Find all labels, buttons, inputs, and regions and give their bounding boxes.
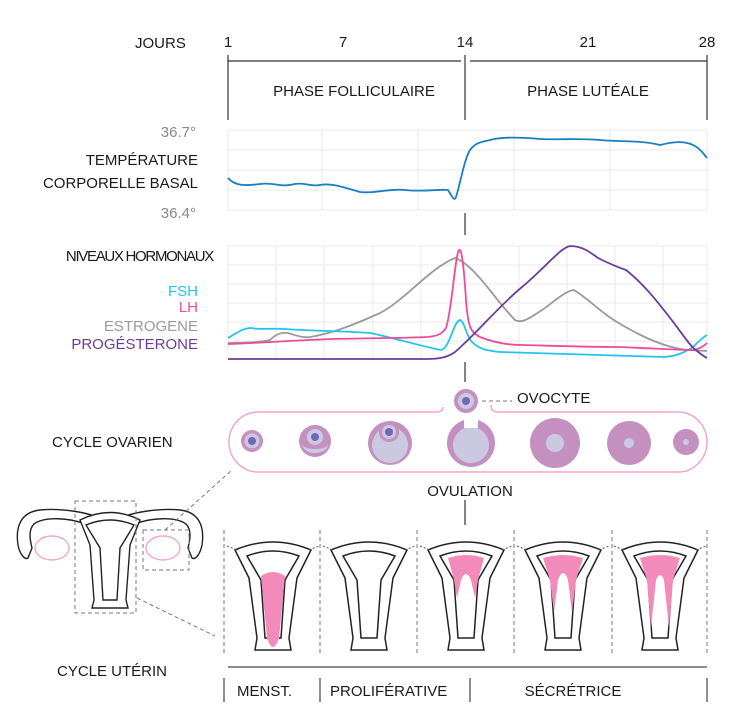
day-axis: JOURS 1 7 14 21 28 PHASE FOLLICULAIRE PH… (135, 34, 715, 525)
temp-max-label: 36.7° (161, 124, 196, 141)
ovary-capsule (228, 404, 708, 473)
temperature-chart: 36.7° 36.4° TEMPÉRATURE CORPORELLE BASAL (43, 124, 708, 222)
follicle-secondary (368, 421, 412, 465)
ovarian-cycle-label: CYCLE OVARIEN (52, 434, 173, 451)
ovulation-label: OVULATION (427, 483, 513, 500)
phase-follicular: PHASE FOLLICULAIRE (273, 83, 435, 100)
uterus-secretory-early (516, 541, 610, 651)
day-tick-28: 28 (699, 34, 716, 51)
uterine-panels: CYCLE UTÉRIN MENST. PROLIFÉRATIVE SÉCRÉT… (57, 530, 708, 702)
days-label: JOURS (135, 35, 186, 52)
temp-label-line2: CORPORELLE BASAL (43, 175, 198, 192)
corpus-luteum (530, 418, 580, 468)
corpus-albicans (673, 429, 699, 455)
ovocyte-label: OVOCYTE (517, 390, 590, 407)
lh-curve (227, 249, 708, 351)
follicle-ovulating (447, 418, 495, 467)
day-tick-21: 21 (580, 34, 597, 51)
corpus-luteum-regressing (607, 421, 651, 465)
follicle-primary (299, 425, 331, 457)
day-tick-1: 1 (224, 34, 232, 51)
phase-menstrual: MENST. (237, 683, 292, 700)
uterus-proliferative-late (419, 541, 513, 651)
legend-lh: LH (179, 299, 198, 316)
temp-label-line1: TEMPÉRATURE (86, 152, 198, 169)
uterus-overview (16, 469, 233, 637)
day-tick-14: 14 (457, 34, 474, 51)
uterus-proliferative-early (322, 541, 416, 651)
fsh-curve (227, 319, 708, 358)
uterine-cycle-label: CYCLE UTÉRIN (57, 663, 167, 680)
phase-luteal: PHASE LUTÉALE (527, 83, 649, 100)
day-tick-7: 7 (339, 34, 347, 51)
ovarian-cycle: CYCLE OVARIEN OVOCYTE OVULATION (52, 389, 708, 500)
legend-estrogen: ESTROGENE (104, 318, 198, 335)
progesterone-curve (228, 245, 708, 360)
temperature-curve (227, 136, 708, 200)
phase-proliferative: PROLIFÉRATIVE (330, 683, 447, 700)
legend-fsh: FSH (168, 283, 198, 300)
temp-min-label: 36.4° (161, 205, 196, 222)
estrogen-curve (227, 257, 708, 352)
follicle-primordial (241, 430, 263, 452)
phase-secretory: SÉCRÉTRICE (525, 683, 622, 700)
hormone-chart: NIVEAUX HORMONAUX FSH LH ESTROGENE PROGÉ… (66, 245, 708, 360)
legend-progesterone: PROGÉSTERONE (71, 336, 198, 353)
ovocyte (454, 389, 478, 413)
uterus-secretory-late (613, 541, 707, 651)
uterus-menstrual (226, 541, 320, 651)
hormones-title: NIVEAUX HORMONAUX (66, 248, 214, 265)
